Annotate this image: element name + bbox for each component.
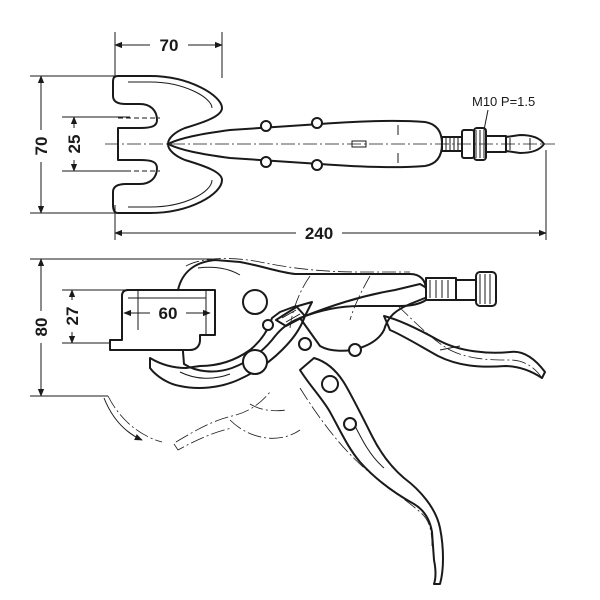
adjust-knob <box>475 271 497 307</box>
dim-jaw-depth: 60 <box>159 304 178 323</box>
dim-jaw-width: 70 <box>160 36 179 55</box>
fork-jaw-outer <box>112 75 223 214</box>
dim-jaw-height: 70 <box>32 137 51 156</box>
lower-handle <box>299 357 444 585</box>
dim-overall-length: 240 <box>305 224 333 243</box>
lower-jaw <box>149 305 306 389</box>
pivot-lower <box>242 349 268 375</box>
dim-body-height: 80 <box>32 318 51 337</box>
pivot-upper <box>242 289 268 315</box>
thread-spec-label: M10 P=1.5 <box>472 94 535 109</box>
top-view: 70 70 25 240 M10 P=1.5 <box>30 32 555 244</box>
dim-slot-width: 25 <box>65 135 84 154</box>
side-view: 80 27 60 <box>30 258 546 585</box>
dim-inner-height: 27 <box>63 307 82 326</box>
